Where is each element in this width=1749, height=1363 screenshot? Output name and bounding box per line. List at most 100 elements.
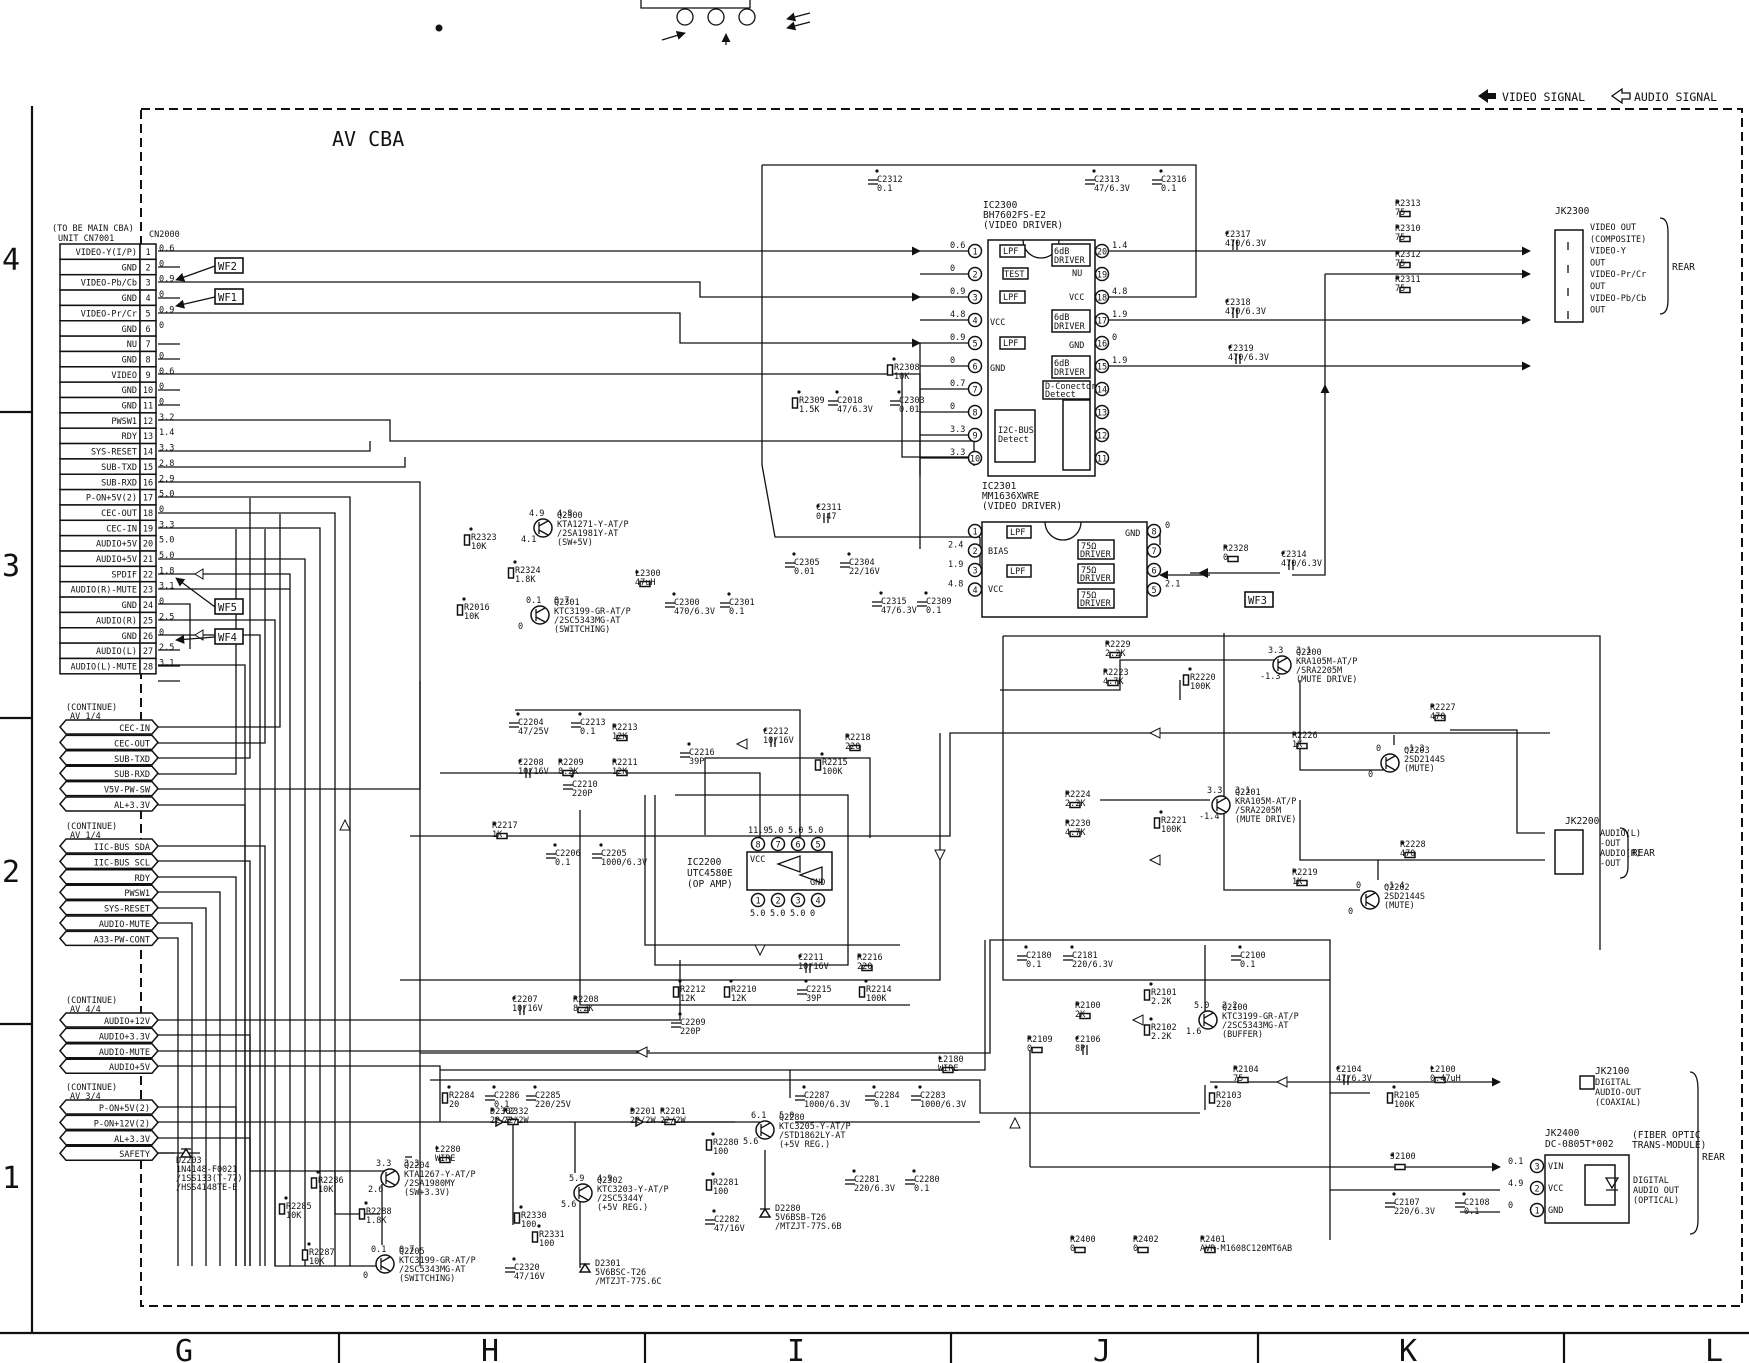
ic2200-pin-voltage: 5.0 (808, 826, 823, 836)
component-value: 470 (1400, 849, 1415, 859)
component-ref: C2303 (899, 396, 925, 406)
continue-signal-name: A33-PW-CONT (94, 935, 150, 945)
cn2000-pin-voltage: 0 (159, 321, 164, 331)
transistor-part: /2SC5343MG-AT (554, 616, 621, 626)
component-ref: R2400 (1070, 1235, 1096, 1245)
component-ref: C2106 (1075, 1035, 1101, 1045)
transistor-part: (SWITCHING) (554, 625, 610, 635)
component-ref: C2318 (1225, 298, 1251, 308)
cn2000-pin-name: CEC-OUT (101, 509, 137, 519)
diode-d2203: D22031N4148-F0021/1SS133(T-77)/HSS4148TE… (176, 1147, 243, 1193)
cn2000-pin-voltage: 0 (159, 597, 164, 607)
cn2000-pin-number: 1 (145, 248, 150, 258)
transistor-part: (MUTE) (1384, 901, 1415, 911)
ic2300-gnd2-label: GND (1069, 341, 1084, 351)
ic2301-bias: BIAS (988, 547, 1008, 557)
continue-sub: AV 1/4 (70, 712, 101, 722)
component-ref: C2282 (714, 1215, 740, 1225)
continue-signal-name: IIC-BUS SCL (94, 858, 150, 868)
transistor-ref: Q2201 (1235, 788, 1261, 798)
component-value: 1.5K (799, 405, 820, 415)
continue-sub: AV 3/4 (70, 1092, 101, 1102)
ic2300-pin-voltage: 0 (1112, 333, 1117, 343)
component-ref: C2216 (689, 748, 715, 758)
transistor-ref: Q2302 (597, 1176, 623, 1186)
transistor-voltage: 5.6 (743, 1137, 758, 1147)
cn2000-pin-number: 9 (145, 371, 150, 381)
component-ref: R2229 (1105, 640, 1131, 650)
continue-signal-tag (59, 869, 159, 885)
ic2300-dcon-2: Detect (1045, 390, 1076, 400)
component-ref: C2283 (920, 1091, 946, 1101)
ic2200: VCC GND IC2200 UTC4580E (OP AMP) (687, 851, 833, 891)
cn2000-pin-voltage: 3.1 (159, 582, 174, 592)
wf-pointer (175, 577, 216, 608)
ic2301-left-pin-number: 3 (972, 567, 977, 577)
ic2200-pin-voltage: 5.0 (790, 909, 805, 919)
ic2300-left-pin (967, 450, 983, 466)
component-ref: C2212 (763, 727, 789, 737)
component-ref: R2201 (660, 1107, 686, 1117)
component-ref: R2310 (1395, 224, 1421, 234)
components: C23120.1C231347/6.3VC23160.1R231375R2310… (278, 169, 1490, 1282)
component-value: 47/25V (518, 727, 549, 737)
continue-signal-tag (59, 780, 159, 797)
ic2300-left-pin-number: 4 (972, 317, 977, 327)
component-value: 0 (1070, 1244, 1075, 1254)
ic2300-desc: (VIDEO DRIVER) (983, 220, 1063, 231)
ic2300-right-pin-number: 13 (1097, 409, 1107, 419)
continue-signal-name: P-ON+5V(2) (99, 1104, 150, 1114)
diode-part: /MTZJT-77S.6B (775, 1222, 842, 1232)
transistors: Q2300KTA1271-Y-AT/P/2SA1981Y-AT(SW+5V)4.… (363, 509, 1445, 1284)
transistor-q2300: Q2300KTA1271-Y-AT/P/2SA1981Y-AT(SW+5V)4.… (521, 509, 629, 548)
component-ref: R2211 (612, 758, 638, 768)
ic2300-lpf-3: LPF (1003, 339, 1018, 349)
ic2301-left-pin (967, 582, 983, 597)
continue-signal-tag (59, 915, 159, 931)
component-value: 1.8K (366, 1216, 387, 1226)
transistor-ref: Q2100 (1222, 1003, 1248, 1013)
ic2300-pin-voltage: 4.8 (1112, 287, 1127, 297)
cn2000-pin-voltage: 0 (159, 351, 164, 361)
transistor-voltage: 3.3 (1268, 646, 1283, 656)
component-value: 0.1 (1161, 184, 1176, 194)
cn2000-pin-name: CEC-IN (106, 524, 137, 534)
continue-signal-tag (59, 1043, 159, 1059)
component-value: 1000/6.3V (601, 858, 647, 868)
ic2300-left-pin (967, 381, 983, 397)
cn2000-pin-number: 13 (143, 432, 153, 442)
jk2400-pin-voltage: 4.9 (1508, 1179, 1523, 1189)
transistor-part: KTA1267-Y-AT/P (404, 1170, 476, 1180)
component-ref: R2311 (1395, 275, 1421, 285)
component-ref: R2102 (1151, 1023, 1177, 1033)
top-fragment (435, 0, 811, 45)
continue-signal-name: V5V-PW-SW (104, 786, 151, 796)
ic2200-top-pin-number: 6 (795, 841, 800, 851)
ic2200-pin-voltage: 5.0 (768, 826, 783, 836)
continue-signal-tag (59, 734, 159, 751)
component-ref: C2204 (518, 718, 544, 728)
component-ref: C2316 (1161, 175, 1187, 185)
audio-signal-arrow-icon (1610, 87, 1631, 105)
cn2000-pin-name: VIDEO-Y(I/P) (76, 248, 137, 258)
component-ref: R2217 (492, 821, 518, 831)
component-ref: C2208 (518, 758, 544, 768)
cn2000-pin-number: 22 (143, 570, 153, 580)
continue-signal-tag (59, 1130, 159, 1146)
wiring (158, 164, 1601, 1268)
transistor-q2100: Q2100KTC3199-GR-AT/P/2SC5343MG-AT(BUFFER… (1186, 1001, 1299, 1040)
component-value: 0 (1223, 553, 1228, 563)
cn2000-pin-number: 28 (143, 662, 153, 672)
continue-signal-tag (59, 765, 159, 781)
component-ref: C2305 (794, 558, 820, 568)
